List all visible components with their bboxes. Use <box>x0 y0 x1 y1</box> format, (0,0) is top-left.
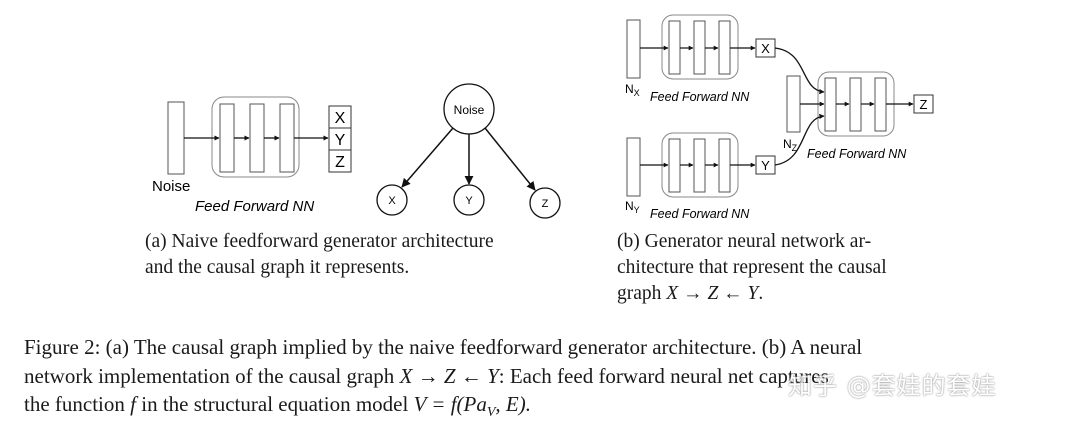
layer-bar <box>824 77 837 132</box>
subcaption-a-line: (a) Naive feedforward generator architec… <box>145 231 494 252</box>
layer-bar <box>219 103 235 173</box>
caption-line: network implementation of the causal gra… <box>24 362 1059 391</box>
subcaption-period: . <box>758 283 764 304</box>
nx-input-bar <box>626 19 641 79</box>
caption-text: network implementation of the causal gra… <box>24 363 400 388</box>
output-y-label: Y <box>761 158 770 173</box>
ffnn-label: Feed Forward NN <box>195 198 314 215</box>
nz-label: NZ <box>783 137 798 153</box>
layer-bar <box>279 103 295 173</box>
caption-math: V = f(Pa <box>413 392 487 416</box>
watermark: 知乎 @套娃的套娃 <box>788 372 997 400</box>
x-to-z-curve <box>774 47 825 95</box>
layer-bar <box>718 138 731 193</box>
panel-a-causal-graph: Noise X Y Z <box>376 83 561 219</box>
panel-b-network-y: Y NY Feed Forward NN <box>625 132 776 221</box>
graph-node-y <box>453 184 485 216</box>
graph-node-z <box>529 187 561 219</box>
noise-label: Noise <box>152 178 190 195</box>
subcaption-b-line: chitecture that represent the causal <box>617 257 887 278</box>
output-label-z: Z <box>335 154 345 171</box>
subcaption-text: graph <box>617 283 667 304</box>
caption-text: in the structural equation model <box>135 392 414 416</box>
output-box-z <box>328 149 352 173</box>
layer-bar <box>668 20 681 75</box>
subcaption-b: (b) Generator neural network ar- chitect… <box>617 229 947 307</box>
layer-bar <box>874 77 887 132</box>
ffnn-label-y: Feed Forward NN <box>650 207 750 221</box>
output-box-z <box>913 94 934 114</box>
output-label-x: X <box>335 110 346 127</box>
panel-b-network-x: X NX Feed Forward NN <box>625 14 776 104</box>
nz-input-bar <box>786 75 801 133</box>
y-to-z-curve <box>774 113 825 166</box>
output-label-y: Y <box>335 132 346 149</box>
caption-subscript: V <box>486 405 496 421</box>
graph-node-x-label: X <box>388 195 396 207</box>
output-x-label: X <box>761 41 770 56</box>
layer-bar <box>718 20 731 75</box>
subcaption-b-line: graph X → Z ← Y. <box>617 281 947 307</box>
caption-text: the function <box>24 392 131 416</box>
ny-input-bar <box>626 137 641 197</box>
graph-node-noise-label: Noise <box>454 103 485 117</box>
subcaption-a-line: and the causal graph it represents. <box>145 257 410 278</box>
caption-line: the function f in the structural equatio… <box>24 390 1059 428</box>
figure-caption: Figure 2: (a) The causal graph implied b… <box>24 333 1059 428</box>
ny-label: NY <box>625 199 640 215</box>
subcaption-b-line: (b) Generator neural network ar- <box>617 231 872 252</box>
output-z-label: Z <box>920 97 928 112</box>
panel-b-network-z: Z NZ Feed Forward NN <box>774 47 934 166</box>
nx-label: NX <box>625 82 640 98</box>
caption-math: f <box>130 392 136 416</box>
subcaption-a: (a) Naive feedforward generator architec… <box>145 229 585 281</box>
graph-node-z-label: Z <box>542 198 549 210</box>
graph-edge <box>401 127 454 188</box>
caption-math: X → Z ← Y <box>399 363 499 388</box>
ffnn-label-z: Feed Forward NN <box>807 147 907 161</box>
noise-input-bar <box>167 101 185 175</box>
layer-bar <box>693 20 706 75</box>
layer-bar <box>249 103 265 173</box>
caption-math: , E). <box>495 392 531 416</box>
layer-bar <box>849 77 862 132</box>
ffnn-label-x: Feed Forward NN <box>650 90 750 104</box>
graph-node-x <box>376 184 408 216</box>
caption-text: : Each feed forward neural net captures <box>498 363 829 388</box>
caption-line: Figure 2: (a) The causal graph implied b… <box>24 335 863 359</box>
layer-bar <box>693 138 706 193</box>
graph-edge <box>484 127 536 191</box>
subcaption-math: X → Z ← Y <box>666 283 759 304</box>
layer-bar <box>668 138 681 193</box>
panel-a-network: X Y Z Noise Feed Forward NN <box>152 96 352 215</box>
graph-node-y-label: Y <box>465 195 473 207</box>
